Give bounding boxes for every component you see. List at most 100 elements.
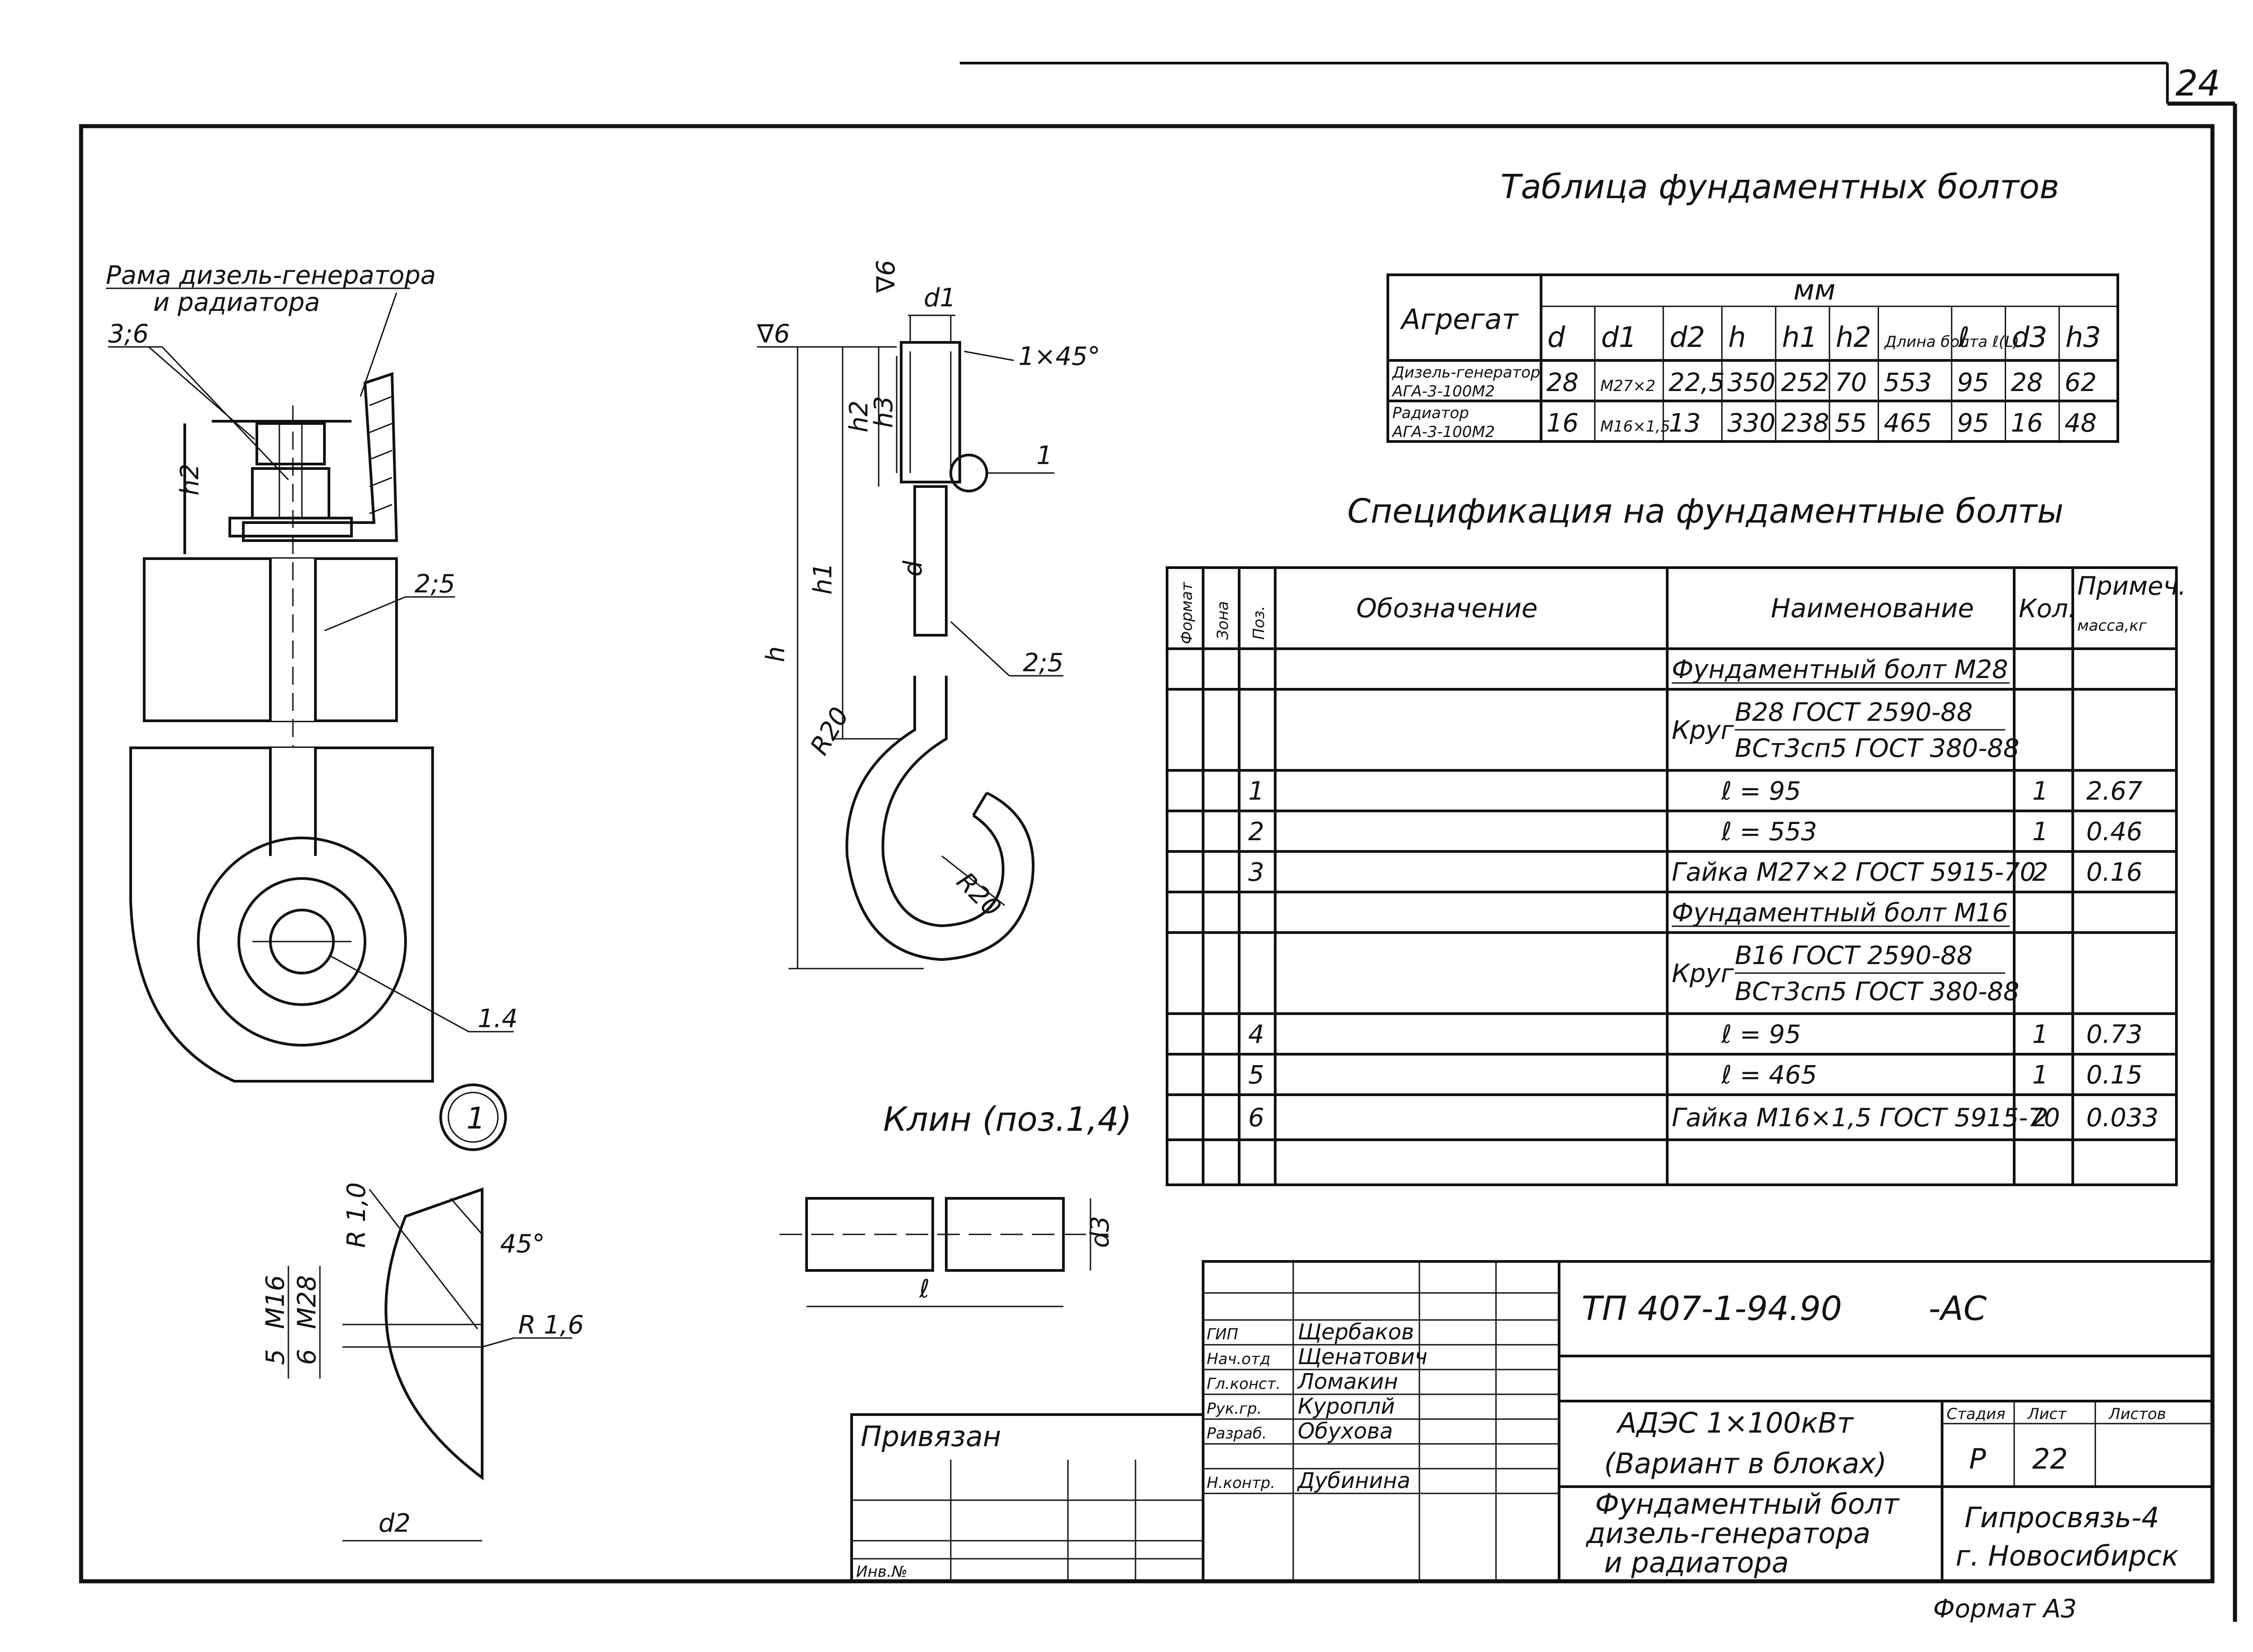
det-45-label: 45°	[500, 1229, 545, 1259]
bolt-table-col-header: ℓ	[1957, 321, 1970, 354]
bolt-h3-label: h3	[869, 396, 898, 428]
spec-row-name: Круг	[1672, 959, 1734, 988]
bolt-table-aggregate-header: Агрегат	[1400, 303, 1519, 336]
wedge-title: Клин (поз.1,4)	[883, 1100, 1132, 1139]
pos-2-5-left-label: 2;5	[415, 569, 455, 599]
spec-row-pos: 2	[1248, 817, 1264, 846]
stamp-title-l2: дизель-генератора	[1586, 1517, 1870, 1550]
spec-row-qty: 1	[2032, 1060, 2048, 1090]
bolt-table-col-header: d2	[1669, 321, 1705, 354]
spec-row-pos: 3	[1248, 858, 1264, 887]
spec-row-mass: 0.46	[2086, 817, 2143, 846]
stamp-signer-role: Н.контр.	[1207, 1474, 1275, 1492]
stamp-title-l1: Фундаментный болт	[1595, 1488, 1900, 1520]
bolt-r20-b: R20	[951, 867, 1007, 923]
stamp-org-l2: г. Новосибирск	[1956, 1539, 2179, 1572]
spec-row-qty: 2	[2032, 1103, 2048, 1133]
stamp-title-l3: и радиатора	[1604, 1546, 1789, 1579]
bolt-r20-a: R20	[805, 702, 855, 760]
bolt-table-cell: 95	[1957, 409, 1989, 438]
stamp-signer-role: Нач.отд	[1207, 1350, 1270, 1368]
spec-row-name: ℓ = 553	[1721, 817, 1817, 846]
spec-row-name: Круг	[1672, 716, 1734, 745]
spec-row-name: Гайка М27×2 ГОСТ 5915-70	[1672, 858, 2036, 887]
wedge-drawing: Клин (поз.1,4) ℓ d3	[780, 1100, 1132, 1307]
det-d2-label: d2	[379, 1509, 410, 1538]
bolt-table-col-header: d1	[1601, 321, 1637, 354]
spec-row-qty: 2	[2032, 858, 2048, 887]
stamp-signer-name: Щенатович	[1298, 1344, 1428, 1370]
det-r16-label: R 1,6	[518, 1311, 584, 1340]
stamp-doc-code: ТП 407-1-94.90	[1582, 1289, 1842, 1328]
bolt-table-cell: M16×1,5	[1600, 418, 1670, 436]
bolt-table-cell: 70	[1835, 368, 1867, 397]
bolt-table-row-name: Радиатор	[1392, 404, 1469, 422]
bolt-table: Таблица фундаментных болтов мм Агрегат d…	[1386, 168, 2119, 443]
bolt-table-cell: 238	[1781, 409, 1829, 438]
spec-row-name: ℓ = 95	[1721, 1020, 1801, 1049]
bolt-table-cell: M27×2	[1600, 377, 1656, 395]
det-5-label: 5	[261, 1349, 290, 1365]
pos-1-4-label: 1.4	[478, 1004, 518, 1033]
bolt-d-label: d	[898, 560, 928, 577]
bolt-d1-label: d1	[924, 283, 956, 313]
stamp-sheets-label: Листов	[2108, 1405, 2166, 1423]
bolt-pos-2-5-label: 2;5	[1023, 648, 1063, 678]
sheet-number: 24	[2175, 64, 2220, 104]
spec-row-name-line3: ВСт3сп5 ГОСТ 380-88	[1735, 734, 2019, 763]
spec-header-qty: Кол.	[2019, 594, 2076, 623]
spec-title: Спецификация на фундаментные болты	[1347, 492, 2064, 531]
dim-h2-label: h2	[175, 464, 205, 496]
bolt-roughness-left: ∇6	[757, 319, 790, 349]
stamp-signer-role: Гл.конст.	[1207, 1375, 1281, 1393]
frame-label-line2: и радиатора	[153, 288, 320, 317]
spec-header-pos: Поз.	[1250, 606, 1268, 640]
bolt-pos-1-label: 1	[1036, 441, 1053, 470]
stamp-signer-name: Щербаков	[1298, 1320, 1414, 1345]
bolt-table-row-name: Дизель-генератор	[1391, 364, 1540, 382]
bolt-table-col-header: h1	[1782, 321, 1818, 354]
stamp-signer-role: Разраб.	[1207, 1424, 1267, 1443]
assembly-section: Рама дизель-генератора и радиатора 3;6 h…	[106, 261, 518, 1151]
bolt-table-col-header: d	[1547, 321, 1565, 354]
spec-row-name: Фундаментный болт М16	[1672, 898, 2008, 928]
bolt-drawing: ∇6 d1 ∇6 1×45° 1 d 2;5 R20 R20 h	[757, 260, 1100, 969]
bolt-table-col-header: h3	[2066, 321, 2101, 354]
stamp-sheet: 22	[2032, 1443, 2068, 1475]
stamp-inv-label: Инв.№	[856, 1563, 908, 1581]
bolt-table-cell: 55	[1835, 409, 1867, 438]
bolt-table-cell: 330	[1727, 409, 1775, 438]
spec-row-qty: 1	[2032, 817, 2048, 846]
spec-header-designation: Обозначение	[1356, 593, 1537, 623]
bolt-table-col-header: d3	[2012, 321, 2048, 354]
bolt-table-cell: 48	[2065, 409, 2097, 438]
spec-row-mass: 0.15	[2086, 1060, 2143, 1090]
det-6-label: 6	[292, 1349, 322, 1365]
view-number: 1	[466, 1101, 485, 1136]
spec-row-pos: 5	[1248, 1060, 1264, 1090]
bolt-table-cell: 252	[1781, 368, 1829, 397]
spec-row-qty: 1	[2032, 777, 2048, 806]
bolt-h-label: h	[761, 646, 790, 663]
bolt-table-cell: 16	[2011, 409, 2043, 438]
bolt-table-cell: 95	[1957, 368, 1989, 397]
spec-header-zone: Зона	[1214, 601, 1232, 640]
bolt-roughness-top: ∇6	[871, 260, 901, 293]
bolt-table-row-model: АГА-3-100М2	[1391, 382, 1495, 400]
bolt-table-cell: 28	[2011, 368, 2043, 397]
wedge-d3-label: d3	[1085, 1216, 1115, 1248]
stamp-sheet-label: Лист	[2027, 1405, 2067, 1423]
spec-row-mass: 0.16	[2086, 858, 2143, 887]
frame-label-line1: Рама дизель-генератора	[106, 261, 436, 290]
stamp-signer-role: ГИП	[1207, 1325, 1238, 1343]
bolt-table-cell: 553	[1884, 368, 1932, 397]
spec-row-pos: 4	[1248, 1020, 1264, 1049]
spec-row-name: Гайка М16×1,5 ГОСТ 5915-70	[1672, 1103, 2060, 1133]
bolt-table-cell: 13	[1669, 409, 1701, 438]
bolt-table-row-model: АГА-3-100М2	[1391, 423, 1495, 441]
spec-row-name-line3: ВСт3сп5 ГОСТ 380-88	[1735, 977, 2019, 1006]
bolt-chamfer-label: 1×45°	[1018, 342, 1100, 371]
stamp-signer-name: Обухова	[1298, 1419, 1393, 1444]
bolt-h1-label: h1	[808, 563, 838, 595]
